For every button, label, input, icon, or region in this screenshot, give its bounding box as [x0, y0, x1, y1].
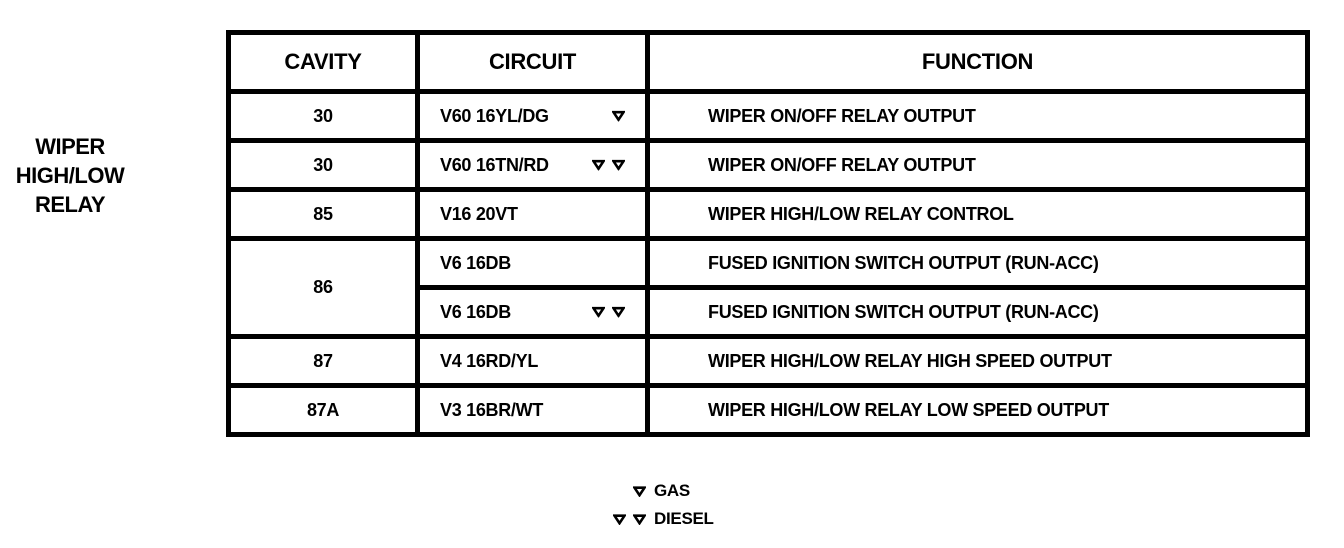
function-cell: FUSED IGNITION SWITCH OUTPUT (RUN-ACC)	[645, 285, 1310, 339]
table-row: V6 16DB FUSED IGNITION SWITCH OUTPUT (RU…	[229, 285, 1310, 339]
circuit-cell: V60 16TN/RD	[415, 138, 650, 192]
function-cell: WIPER ON/OFF RELAY OUTPUT	[645, 138, 1310, 192]
circuit-code: V60 16TN/RD	[440, 154, 549, 175]
circuit-code: V6 16DB	[440, 301, 511, 322]
legend-diesel: DIESEL	[598, 505, 714, 533]
cavity-cell: 86	[226, 236, 420, 339]
circuit-code: V4 16RD/YL	[440, 350, 539, 371]
cavity-cell: 87A	[226, 383, 420, 437]
triangle-marker-icon	[592, 159, 605, 171]
circuit-cell: V60 16YL/DG	[415, 89, 650, 143]
table-row: 30 V60 16TN/RD WIPER ON/OFF RELAY OUTPUT	[226, 138, 1310, 192]
circuit-cell: V3 16BR/WT	[415, 383, 650, 437]
circuit-code: V3 16BR/WT	[440, 399, 544, 420]
triangle-marker-icon	[612, 159, 625, 171]
function-cell: WIPER HIGH/LOW RELAY LOW SPEED OUTPUT	[645, 383, 1310, 437]
footnote-legend: GAS DIESEL	[598, 477, 714, 533]
circuit-cell: V6 16DB	[415, 236, 650, 290]
table-row: 87 V4 16RD/YL WIPER HIGH/LOW RELAY HIGH …	[226, 334, 1310, 388]
relay-name-line: HIGH/LOW	[15, 163, 125, 188]
circuit-code: V16 20VT	[440, 203, 518, 224]
legend-gas: GAS	[598, 477, 714, 505]
fuel-marker-gas	[612, 110, 625, 122]
header-function: FUNCTION	[645, 30, 1310, 94]
table-header-row: CAVITY CIRCUIT FUNCTION	[226, 30, 1310, 94]
fuel-marker-diesel	[592, 159, 625, 171]
fuel-marker-gas	[598, 485, 646, 497]
fuel-marker-diesel	[598, 513, 646, 525]
cavity-cell: 30	[226, 89, 420, 143]
relay-name-line: WIPER	[35, 134, 105, 159]
fuel-marker-diesel	[592, 306, 625, 318]
header-circuit: CIRCUIT	[415, 30, 650, 94]
table-row: 87A V3 16BR/WT WIPER HIGH/LOW RELAY LOW …	[226, 383, 1310, 437]
pinout-table: CAVITY CIRCUIT FUNCTION 30 V60 16YL/DG W…	[226, 30, 1310, 437]
triangle-marker-icon	[592, 306, 605, 318]
circuit-code: V60 16YL/DG	[440, 105, 549, 126]
triangle-marker-icon	[613, 513, 626, 525]
function-cell: FUSED IGNITION SWITCH OUTPUT (RUN-ACC)	[645, 236, 1310, 290]
table-row: 30 V60 16YL/DG WIPER ON/OFF RELAY OUTPUT	[226, 89, 1310, 143]
cavity-cell: 87	[226, 334, 420, 388]
triangle-marker-icon	[612, 110, 625, 122]
circuit-cell: V4 16RD/YL	[415, 334, 650, 388]
circuit-cell: V16 20VT	[415, 187, 650, 241]
function-cell: WIPER HIGH/LOW RELAY CONTROL	[645, 187, 1310, 241]
cavity-cell: 85	[226, 187, 420, 241]
circuit-cell: V6 16DB	[415, 285, 650, 339]
function-cell: WIPER ON/OFF RELAY OUTPUT	[645, 89, 1310, 143]
triangle-marker-icon	[612, 306, 625, 318]
table-row: 86 V6 16DB FUSED IGNITION SWITCH OUTPUT …	[226, 236, 1310, 339]
relay-name-label: WIPER HIGH/LOW RELAY	[0, 132, 140, 219]
triangle-marker-icon	[633, 513, 646, 525]
function-cell: WIPER HIGH/LOW RELAY HIGH SPEED OUTPUT	[645, 334, 1310, 388]
legend-gas-label: GAS	[654, 481, 690, 500]
triangle-marker-icon	[633, 485, 646, 497]
header-cavity: CAVITY	[226, 30, 420, 94]
relay-name-line: RELAY	[34, 192, 106, 217]
legend-diesel-label: DIESEL	[654, 509, 714, 528]
circuit-code: V6 16DB	[440, 252, 511, 273]
table-row: 85 V16 20VT WIPER HIGH/LOW RELAY CONTROL	[226, 187, 1310, 241]
cavity-cell: 30	[226, 138, 420, 192]
